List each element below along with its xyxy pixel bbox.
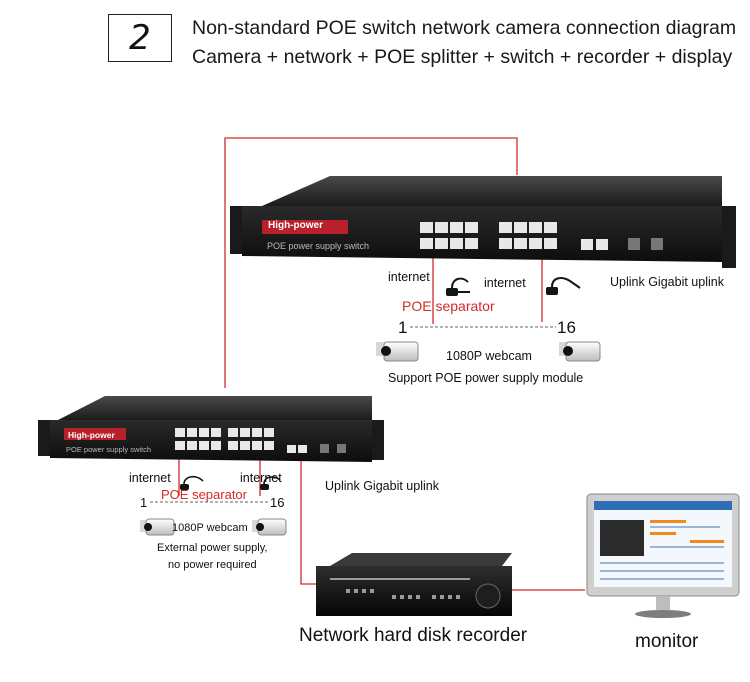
bottom-camera-label: 1080P webcam xyxy=(172,522,248,534)
top-internet-left-label: internet xyxy=(388,270,430,284)
diagram-title: Non-standard POE switch network camera c… xyxy=(192,14,736,72)
top-switch-brand: High-power xyxy=(268,220,323,231)
camera-icon xyxy=(140,518,175,536)
top-uplink-label: Uplink Gigabit uplink xyxy=(610,275,724,289)
top-camera-last: 16 xyxy=(557,318,576,337)
bottom-uplink-label: Uplink Gigabit uplink xyxy=(325,479,439,493)
camera-icon xyxy=(252,518,287,536)
bottom-camera-note-1: External power supply, xyxy=(157,542,268,554)
cables xyxy=(178,137,585,591)
bottom-internet-right-label: internet xyxy=(240,471,282,485)
top-camera-note: Support POE power supply module xyxy=(388,371,584,385)
bottom-switch-brand: High-power xyxy=(68,430,115,440)
cable-bottom-switch-to-recorder xyxy=(300,456,322,585)
camera-icon xyxy=(559,341,601,362)
top-internet-right-label: internet xyxy=(484,276,526,290)
cable-top-to-bottom-switch xyxy=(224,137,518,388)
top-poe-separator-label: POE separator xyxy=(402,298,495,314)
bottom-switch-subtitle: POE power supply switch xyxy=(66,445,152,454)
poe-splitter-icon xyxy=(180,277,581,490)
top-poe-switch xyxy=(230,176,736,268)
bottom-camera-first: 1 xyxy=(140,495,148,510)
title-line-1: Non-standard POE switch network camera c… xyxy=(192,17,737,39)
bottom-camera-last: 16 xyxy=(270,495,285,510)
monitor-icon xyxy=(586,493,740,618)
camera-icon xyxy=(376,341,419,362)
top-switch-subtitle: POE power supply switch xyxy=(267,241,370,251)
bottom-camera-note-2: no power required xyxy=(168,559,257,571)
title-line-2: Camera + network + POE splitter + switch… xyxy=(192,46,733,68)
bottom-poe-separator-label: POE separator xyxy=(161,487,247,502)
step-number: 2 xyxy=(129,18,151,58)
top-camera-label: 1080P webcam xyxy=(446,349,532,363)
bottom-poe-switch xyxy=(38,396,384,462)
recorder-label: Network hard disk recorder xyxy=(299,625,528,646)
step-number-box: 2 xyxy=(108,14,172,62)
network-recorder xyxy=(316,553,512,616)
top-camera-first: 1 xyxy=(398,318,408,337)
monitor-label: monitor xyxy=(635,631,699,652)
bottom-internet-left-label: internet xyxy=(129,471,171,485)
